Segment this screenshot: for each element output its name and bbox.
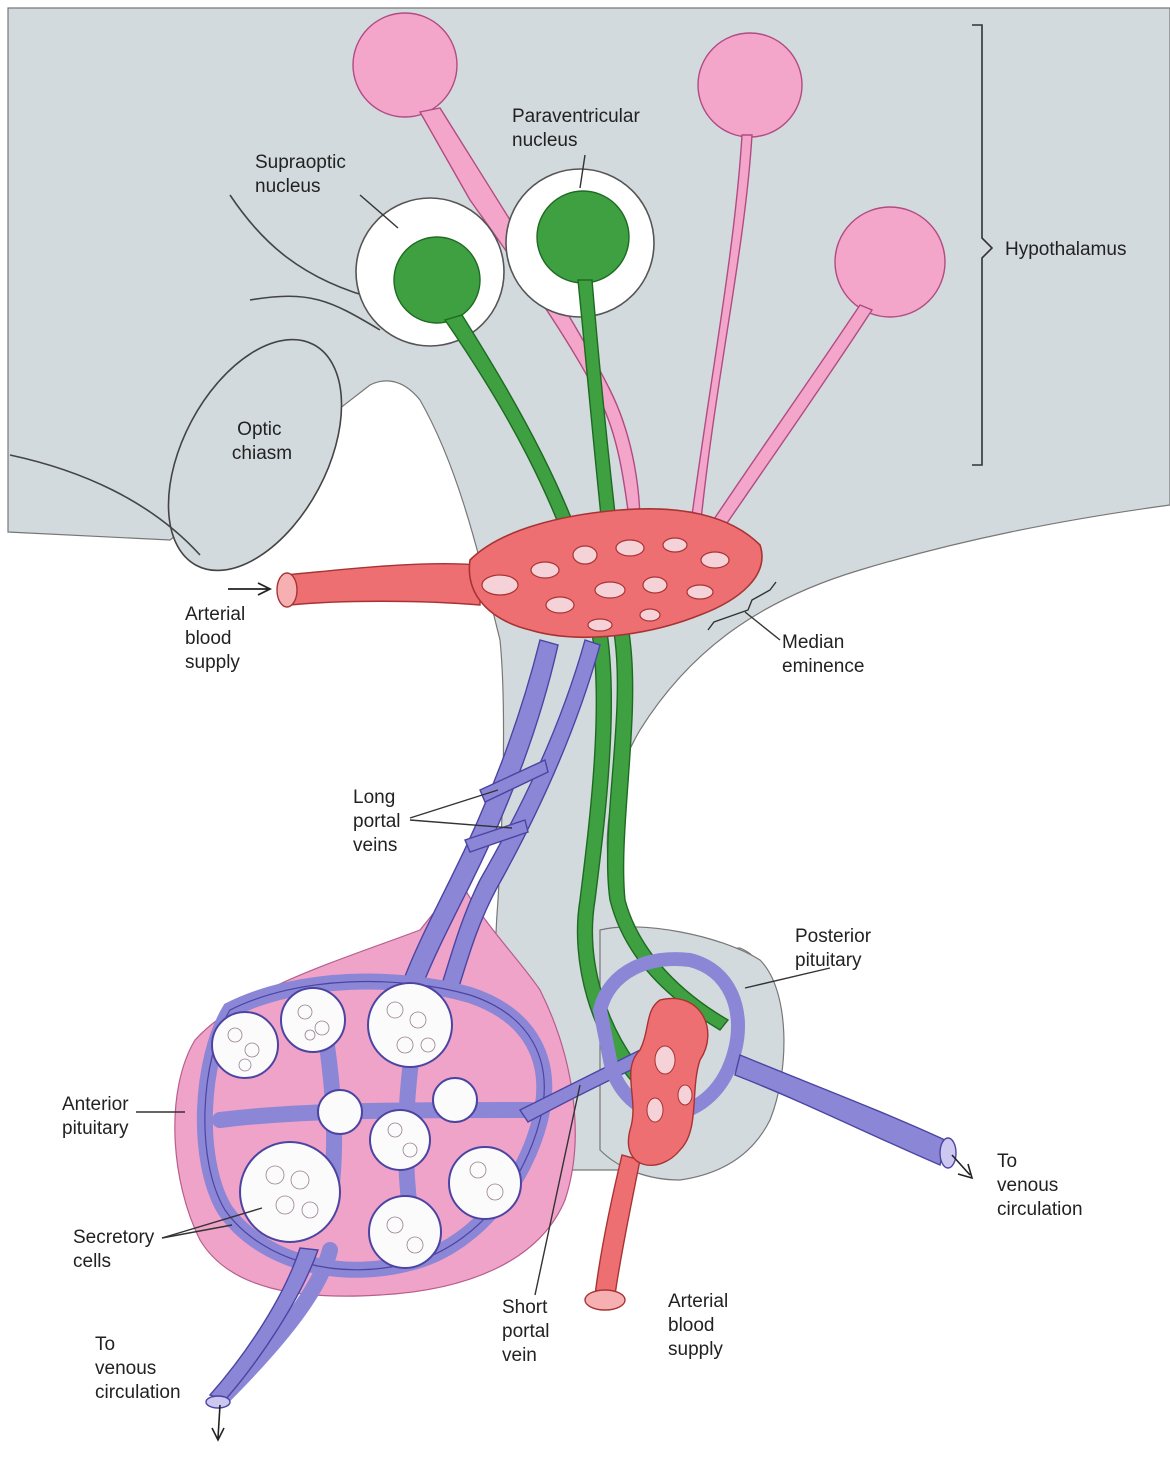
secretory-cluster-2 (281, 988, 345, 1052)
pink-neuron-body-3 (835, 207, 945, 317)
secretory-cluster-7 (369, 1196, 441, 1268)
venous-outflow-left-opening (206, 1396, 230, 1408)
green-neuron-body-1 (394, 237, 480, 323)
pink-neuron-body-2 (698, 33, 802, 137)
arterial-supply-bottom-opening (585, 1290, 625, 1310)
arterial-opening-top (277, 573, 297, 607)
pink-neuron-body-1 (353, 13, 457, 117)
venous-outflow-right-opening (940, 1138, 956, 1168)
label-hypothalamus: Hypothalamus (1005, 239, 1126, 260)
secretory-cluster-3 (368, 983, 452, 1067)
secretory-cluster-5 (370, 1110, 430, 1170)
secretory-cluster-1 (212, 1012, 278, 1078)
secretory-cluster-4 (240, 1142, 340, 1242)
secretory-cluster-8 (318, 1090, 362, 1134)
green-neuron-body-2 (537, 191, 629, 283)
secretory-cluster-9 (433, 1078, 477, 1122)
secretory-cluster-6 (449, 1147, 521, 1219)
